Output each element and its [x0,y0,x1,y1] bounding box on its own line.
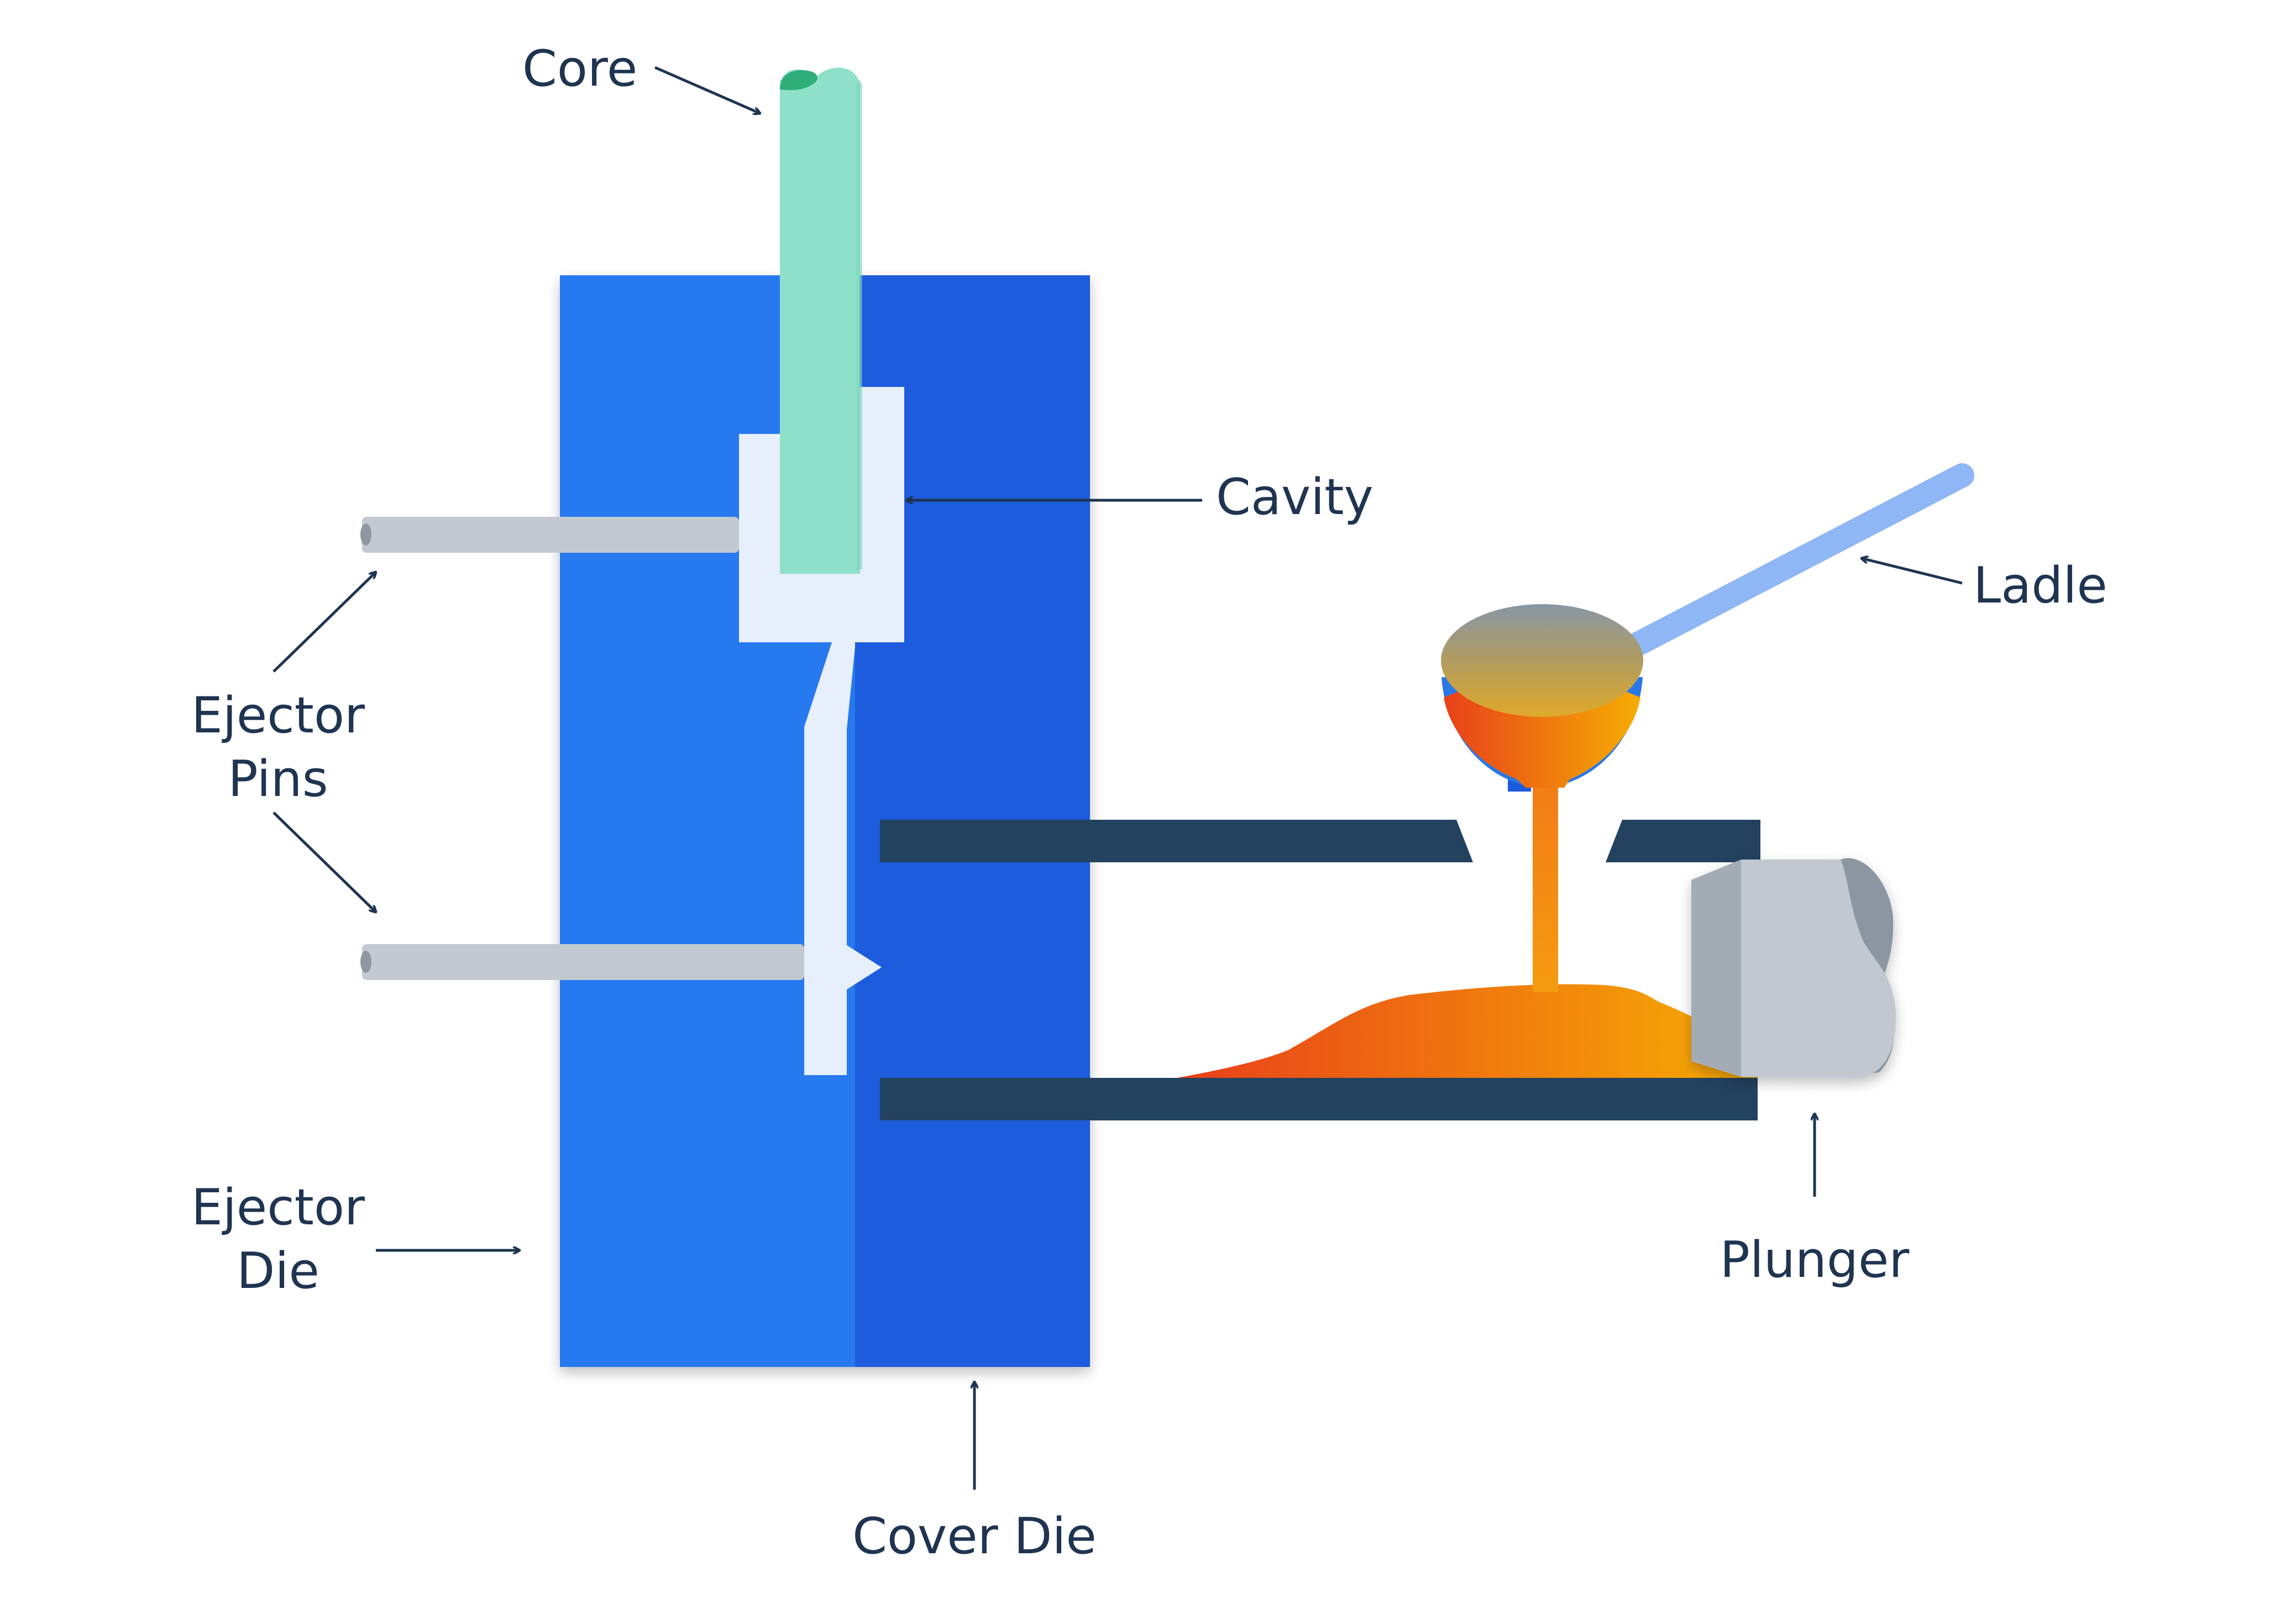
plunger-label: Plunger [1720,1231,1910,1289]
ejector-pins-label-line2: Pins [228,750,328,808]
shot-sleeve [880,820,1760,1120]
ejector-pins-top-arrow [272,572,376,673]
ejector-die-label-line2: Die [237,1242,319,1300]
ejector-die-label-line1: Ejector [191,1178,365,1237]
ladle-handle [1605,463,1974,667]
ladle-bowl [1441,604,1643,792]
ejector-pin-bottom [360,944,804,980]
core [780,67,862,574]
core-arrow [654,66,760,113]
core-cap [780,70,817,91]
core-label: Core [522,40,637,98]
ejector-pins-label-line1: Ejector [191,687,365,745]
ejector-pins-bottom-arrow [272,811,376,912]
molten-stream [1533,766,1558,992]
molten-metal-pool [1177,984,1758,1078]
plunger [1691,858,1896,1078]
cavity-label: Cavity [1216,468,1374,526]
ladle-label: Ladle [1973,557,2108,615]
ejector-pin-top [360,517,739,553]
cover-die-label: Cover Die [852,1507,1097,1565]
ladle-arrow [1862,558,1963,585]
